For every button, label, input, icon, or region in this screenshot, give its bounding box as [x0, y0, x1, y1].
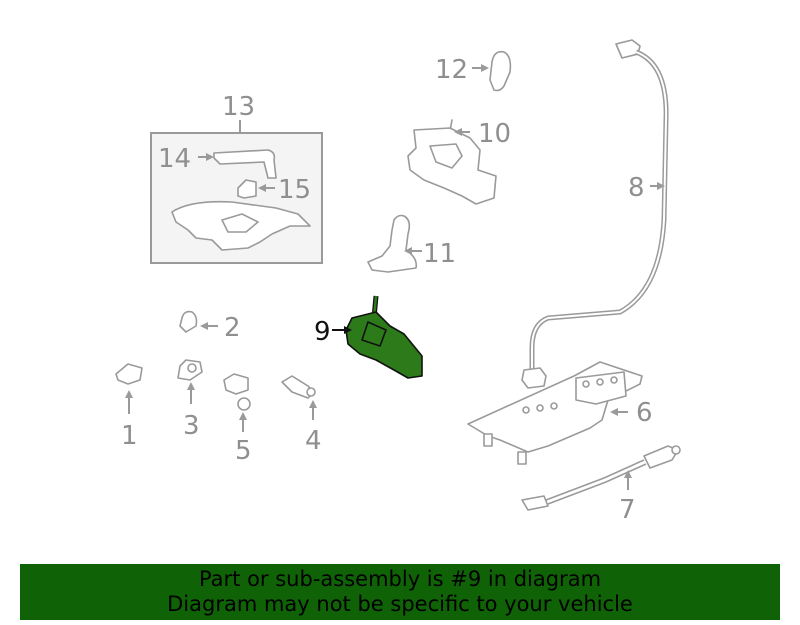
part-2-grommet: 2 [179, 310, 241, 343]
callout-13: 13 [222, 92, 255, 122]
banner-line-1: Part or sub-assembly is #9 in diagram [198, 567, 602, 591]
part-14-bezel: 14 [158, 144, 277, 179]
part-13-panel [171, 200, 311, 251]
banner-line-2: Diagram may not be specific to your vehi… [167, 592, 633, 616]
part-11-shift-boot: 11 [367, 214, 456, 273]
part-9-shift-lever-assembly: 9 [314, 295, 423, 379]
part-10-shifter-base: 10 [407, 119, 511, 205]
part-8-shift-cable: 8 [521, 39, 669, 389]
callout-6: 6 [636, 398, 653, 428]
callout-4: 4 [305, 426, 322, 456]
callout-12: 12 [435, 55, 468, 85]
callout-15: 15 [278, 175, 311, 205]
callout-1: 1 [121, 421, 138, 451]
part-5-plug: 5 [223, 373, 252, 466]
parts-diagram: 13 14 15 12 10 11 [115, 39, 681, 525]
part-1-clip: 1 [115, 363, 143, 451]
callout-10: 10 [478, 119, 511, 149]
part-3-clip: 3 [177, 359, 203, 441]
part-4-pin: 4 [281, 375, 322, 456]
callout-3: 3 [183, 411, 200, 441]
part-15-clip: 15 [237, 175, 311, 205]
info-banner: Part or sub-assembly is #9 in diagram Di… [20, 564, 780, 620]
callout-2: 2 [224, 313, 241, 343]
callout-7: 7 [619, 495, 636, 525]
part-6-bracket: 6 [467, 361, 653, 465]
callout-8: 8 [628, 173, 645, 203]
callout-9: 9 [314, 317, 331, 347]
callout-5: 5 [235, 436, 252, 466]
callout-11: 11 [423, 239, 456, 269]
callout-14: 14 [158, 144, 191, 174]
part-7-harness: 7 [521, 445, 681, 525]
part-12-shift-knob: 12 [435, 50, 512, 92]
